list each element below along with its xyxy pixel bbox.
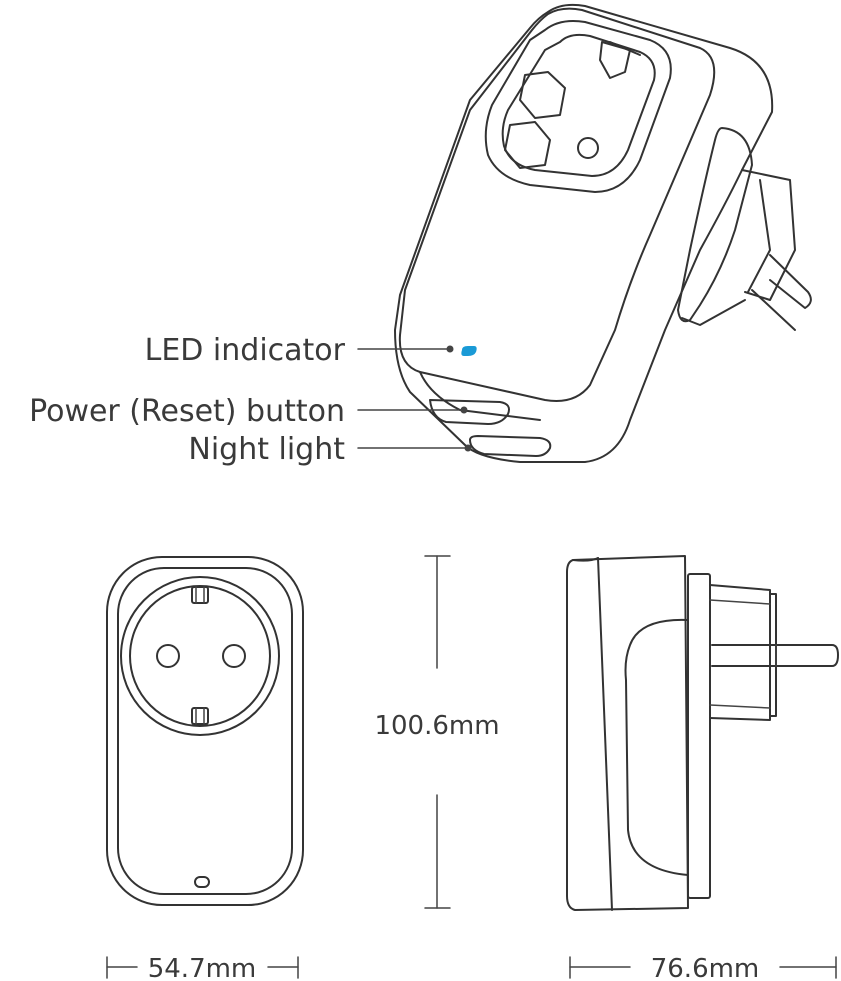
front-plug-view: [106, 556, 304, 906]
socket-hole-left: [156, 644, 180, 668]
socket-hole-right: [222, 644, 246, 668]
isometric-plug-view: [394, 3, 812, 463]
led-indicator-light: [461, 346, 477, 356]
iso-socket-ring: [484, 20, 672, 193]
iso-side-recess: [677, 127, 753, 323]
depth-dimension-label: 76.6mm: [651, 954, 760, 981]
front-body-outline: [106, 556, 304, 906]
width-dimension-label: 54.7mm: [148, 954, 257, 981]
night-light-slot: [469, 435, 552, 457]
front-socket-ring: [120, 576, 280, 736]
power-button-label: Power (Reset) button: [29, 394, 345, 429]
power-button-slot: [429, 399, 510, 425]
callout-leaders: [357, 345, 472, 452]
side-plug-view: [566, 555, 839, 911]
width-dimension-line: [106, 956, 299, 979]
depth-dimension-line: [569, 956, 837, 979]
led-indicator-label: LED indicator: [145, 333, 346, 368]
iso-front-face: [398, 7, 716, 402]
night-light-label: Night light: [188, 432, 345, 467]
side-body-outline: [566, 555, 689, 911]
height-dimension-label: 100.6mm: [374, 711, 499, 741]
height-dimension-line: [424, 555, 451, 909]
iso-body-outline: [394, 3, 774, 463]
